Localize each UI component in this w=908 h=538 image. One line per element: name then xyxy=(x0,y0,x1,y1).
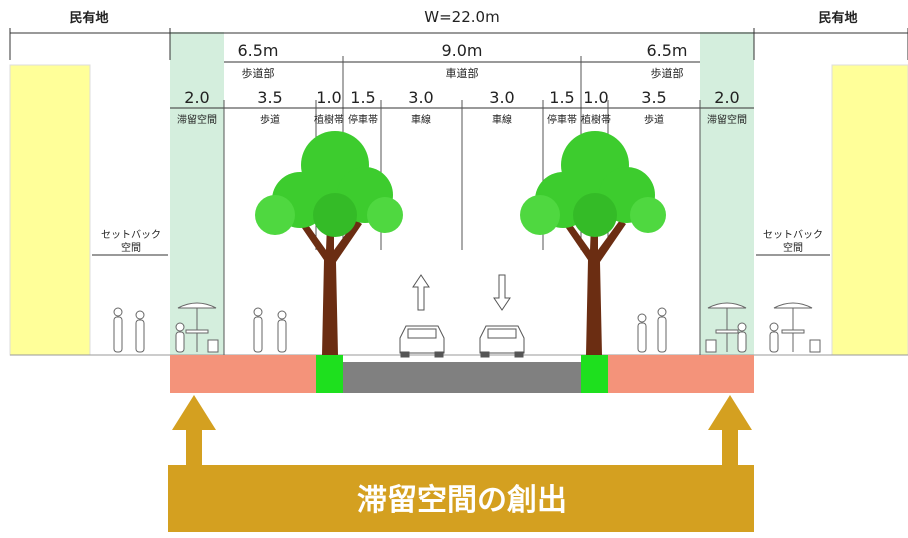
pedestrians-setback-left-icon xyxy=(113,307,145,353)
svg-text:歩道: 歩道 xyxy=(644,113,664,126)
building-right xyxy=(831,64,908,356)
arrow-up-icon xyxy=(412,274,430,311)
private-land-right-label: 民有地 xyxy=(818,10,857,26)
svg-text:3.5: 3.5 xyxy=(257,88,282,107)
banner-arrow-left-icon xyxy=(172,395,216,470)
svg-text:2.0: 2.0 xyxy=(184,88,209,107)
pedestrians-sidewalk-right-icon xyxy=(637,307,667,353)
banner-text: 滞留空間の創出 xyxy=(357,483,567,518)
setback-left-label-1: セットバック xyxy=(101,229,161,241)
right-sidewalk-label: 歩道部 xyxy=(651,66,684,80)
roadway-label: 車道部 xyxy=(446,66,479,80)
svg-text:3.5: 3.5 xyxy=(641,88,666,107)
arrow-down-icon xyxy=(493,274,511,311)
svg-text:1.5: 1.5 xyxy=(350,88,375,107)
banner-box xyxy=(168,465,754,532)
svg-text:1.5: 1.5 xyxy=(549,88,574,107)
roadway xyxy=(343,362,581,393)
segment-4: 3.0 車線 xyxy=(408,88,433,126)
cafe-table-right-icon xyxy=(705,302,747,353)
tree-right xyxy=(520,131,666,355)
setback-right-label-1: セットバック xyxy=(763,229,823,241)
car-left-icon xyxy=(399,325,445,358)
svg-text:車線: 車線 xyxy=(492,113,512,126)
svg-text:植樹帯: 植樹帯 xyxy=(314,113,344,126)
segment-5: 3.0 車線 xyxy=(489,88,514,126)
svg-text:車線: 車線 xyxy=(411,113,431,126)
svg-text:3.0: 3.0 xyxy=(489,88,514,107)
dwelling-space-left xyxy=(170,32,224,355)
segment-9: 2.0 滞留空間 xyxy=(707,88,747,126)
svg-text:3.0: 3.0 xyxy=(408,88,433,107)
svg-text:2.0: 2.0 xyxy=(714,88,739,107)
svg-text:歩道: 歩道 xyxy=(260,113,280,126)
dwelling-space-right xyxy=(700,32,754,355)
setback-right-label-2: 空間 xyxy=(783,241,803,254)
cafe-table-left-icon xyxy=(175,302,219,353)
left-sidewalk-label: 歩道部 xyxy=(242,66,275,80)
segment-2: 1.0 植樹帯 xyxy=(314,88,344,126)
svg-text:滞留空間: 滞留空間 xyxy=(177,113,217,126)
banner-arrow-right-icon xyxy=(708,395,752,470)
pedestrians-sidewalk-left-icon xyxy=(253,307,287,353)
right-sidewalk-width: 6.5m xyxy=(646,41,687,60)
sidewalk-left xyxy=(170,355,316,393)
svg-text:停車帯: 停車帯 xyxy=(348,113,378,126)
planting-strip-left xyxy=(316,355,343,393)
segment-7: 1.0 植樹帯 xyxy=(581,88,611,126)
left-sidewalk-width: 6.5m xyxy=(237,41,278,60)
svg-text:1.0: 1.0 xyxy=(316,88,341,107)
setback-left-label-2: 空間 xyxy=(121,241,141,254)
total-width-label: W=22.0m xyxy=(424,8,499,26)
segment-3: 1.5 停車帯 xyxy=(348,88,378,126)
svg-text:停車帯: 停車帯 xyxy=(547,113,577,126)
svg-text:植樹帯: 植樹帯 xyxy=(581,113,611,126)
roadway-width: 9.0m xyxy=(441,41,482,60)
segment-0: 2.0 滞留空間 xyxy=(177,88,217,126)
private-land-left-label: 民有地 xyxy=(69,10,108,26)
sidewalk-right xyxy=(608,355,754,393)
car-right-icon xyxy=(479,325,525,358)
svg-text:滞留空間: 滞留空間 xyxy=(707,113,747,126)
segment-1: 3.5 歩道 xyxy=(257,88,282,126)
segment-8: 3.5 歩道 xyxy=(641,88,666,126)
building-left xyxy=(9,64,91,356)
planting-strip-right xyxy=(581,355,608,393)
tree-left xyxy=(255,131,403,355)
segment-6: 1.5 停車帯 xyxy=(547,88,577,126)
cafe-table-setback-right-icon xyxy=(769,302,821,353)
svg-text:1.0: 1.0 xyxy=(583,88,608,107)
